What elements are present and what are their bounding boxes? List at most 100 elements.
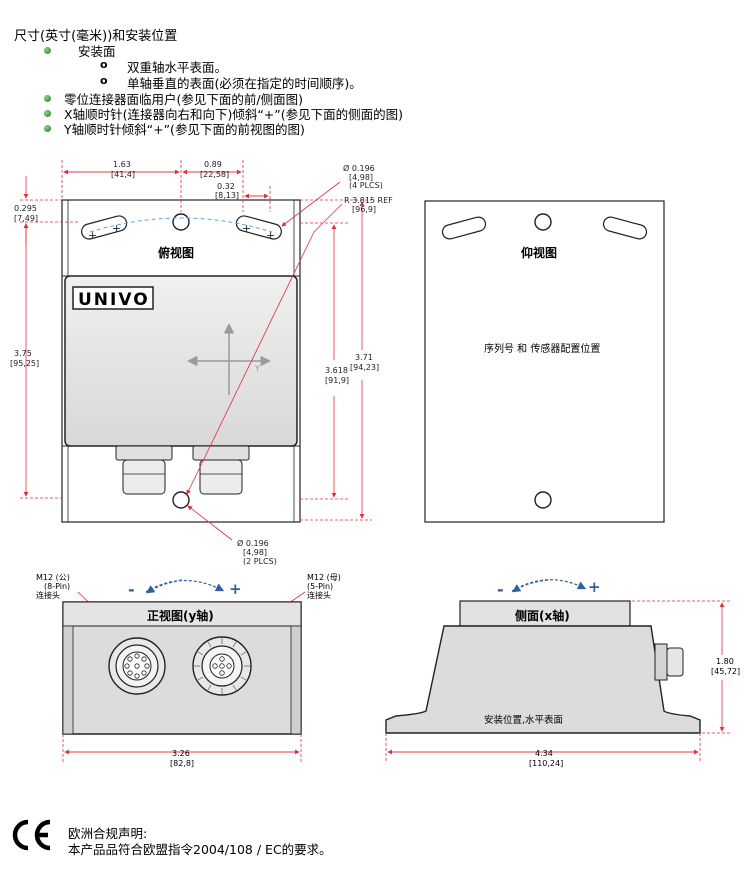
compliance-title: 欧洲合规声明: bbox=[68, 826, 148, 841]
dim-0-32: 0.32 bbox=[217, 182, 235, 191]
sub-item-2: 单轴垂直的表面(必须在指定的时间顺序)。 bbox=[127, 76, 362, 91]
spec-header: 尺寸(英寸(毫米))和安装位置 安装面 o 双重轴水平表面。 o 单轴垂直的表面… bbox=[0, 0, 750, 140]
bottom-view-plate bbox=[424, 200, 665, 523]
dim-1-63: 1.63 bbox=[113, 160, 131, 169]
top-connector-left-body bbox=[122, 459, 166, 495]
bottom-view-slot-left bbox=[441, 216, 487, 240]
dim-0-295-mm: [7,49] bbox=[14, 214, 38, 223]
dim-4-34: 4.34 bbox=[535, 749, 553, 758]
top-view: + + + + 俯视图 UNIVO Y bbox=[61, 199, 301, 523]
tilt-arrow-icon bbox=[511, 579, 549, 593]
top-view-plus-mark: + bbox=[88, 229, 97, 242]
top-view-title: 俯视图 bbox=[158, 245, 194, 260]
dim-0-89-mm: [22,58] bbox=[200, 170, 229, 179]
top-view-mounting-hole-top bbox=[172, 213, 190, 231]
connector-left-label-3: 连接头 bbox=[36, 590, 60, 600]
dim-0-295: 0.295 bbox=[14, 204, 37, 213]
dim-3-618: 3.618 bbox=[325, 366, 348, 375]
dim-3-26: 3.26 bbox=[172, 749, 190, 758]
top-view-dimensions bbox=[20, 160, 372, 541]
dim-3-71-mm: [94,23] bbox=[350, 363, 379, 372]
spec-title: 尺寸(英寸(毫米))和安装位置 bbox=[14, 29, 178, 44]
front-connector-right-knurl bbox=[194, 638, 250, 694]
dim-3-618-mm: [91,9] bbox=[325, 376, 349, 385]
top-view-slot-right bbox=[235, 215, 282, 240]
connector-right-label-1: M12 (母) bbox=[307, 573, 341, 582]
dim-hole-4-count: (4 PLCS) bbox=[349, 181, 383, 190]
bullet-item-3: Y轴顺时针倾斜“+”(参见下面的前视图的图) bbox=[64, 122, 305, 137]
connector-left-label-1: M12 (公) bbox=[36, 573, 70, 582]
dim-hole-4-mm: [4,98] bbox=[349, 173, 373, 182]
mount-surface-label: 安装面 bbox=[78, 44, 116, 59]
front-view-top-band bbox=[62, 601, 302, 627]
bullet-icon bbox=[44, 125, 51, 132]
ring-bullet-icon: o bbox=[100, 74, 108, 87]
top-view-radius-arc bbox=[89, 217, 273, 233]
bullet-icon bbox=[44, 110, 51, 117]
side-view-connector-body bbox=[666, 647, 684, 677]
connector-right-label-2: (5-Pin) bbox=[307, 582, 333, 591]
front-tilt-plus: + bbox=[229, 580, 242, 598]
bottom-view-title: 仰视图 bbox=[521, 245, 557, 260]
front-view-left-rail bbox=[62, 625, 74, 735]
connector-left-label-2: (8-Pin) bbox=[44, 582, 70, 591]
dim-hole-2: Ø 0.196 bbox=[237, 538, 269, 548]
side-view: - + 侧面(x轴) 安装位置,水平表面 1.80 [45,72] 4.34 [… bbox=[385, 578, 740, 768]
dim-1-80-mm: [45,72] bbox=[711, 667, 740, 676]
front-connector-right-pins bbox=[212, 656, 232, 676]
top-connector-left-nut bbox=[115, 445, 173, 461]
dim-1-80: 1.80 bbox=[716, 657, 734, 666]
bottom-view-slot-right bbox=[602, 216, 648, 240]
dim-1-63-mm: [41,4] bbox=[111, 170, 135, 179]
dim-3-75-mm: [95,25] bbox=[10, 359, 39, 368]
top-view-plus-mark: + bbox=[112, 222, 121, 235]
connector-right-label-3: 连接头 bbox=[307, 590, 331, 600]
front-view: M12 (公) (8-Pin) 连接头 M12 (母) (5-Pin) 连接头 … bbox=[36, 573, 341, 768]
brand-logo-frame bbox=[72, 286, 154, 310]
dim-hole-4: Ø 0.196 bbox=[343, 163, 375, 173]
mount-position-label: 安装位置,水平表面 bbox=[484, 714, 563, 726]
dim-3-71: 3.71 bbox=[355, 353, 373, 362]
bullet-icon bbox=[44, 95, 51, 102]
front-connector-left-pins bbox=[124, 653, 150, 679]
dim-3-75: 3.75 bbox=[14, 349, 32, 358]
front-view-title: 正视图(y轴) bbox=[147, 608, 214, 623]
front-tilt-minus: - bbox=[128, 580, 135, 599]
bullet-item-2: X轴顺时针(连接器向右和向下)倾斜“+”(参见下面的侧面的图) bbox=[64, 107, 403, 122]
side-view-title: 侧面(x轴) bbox=[515, 608, 570, 623]
top-view-dimension-labels: 1.63 [41,4] 0.89 [22,58] 0.32 [8,13] 0.2… bbox=[10, 160, 393, 566]
dim-radius-mm: [96,9] bbox=[352, 205, 376, 214]
side-tilt-plus: + bbox=[588, 578, 601, 596]
sub-item-1: 双重轴水平表面。 bbox=[127, 60, 228, 75]
tilt-arrow-icon bbox=[145, 579, 225, 593]
dim-3-26-mm: [82,8] bbox=[170, 759, 194, 768]
dim-4-34-mm: [110,24] bbox=[529, 759, 563, 768]
top-connector-right-body bbox=[199, 459, 243, 495]
tilt-arrow-icon bbox=[511, 579, 587, 592]
dim-0-32-mm: [8,13] bbox=[215, 191, 239, 200]
bullet-icon bbox=[44, 47, 51, 54]
bottom-view: 仰视图 序列号 和 传感器配置位置 bbox=[424, 200, 665, 523]
dim-hole-2-count: (2 PLCS) bbox=[243, 557, 277, 566]
compliance-text: 本产品品符合欧盟指令2004/108 / EC的要求。 bbox=[68, 842, 332, 857]
dim-radius: R 3.815 REF bbox=[344, 196, 393, 205]
axis-y-label: Y bbox=[254, 364, 260, 373]
dim-0-89: 0.89 bbox=[204, 160, 222, 169]
side-tilt-minus: - bbox=[497, 580, 504, 599]
bullet-item-1: 零位连接器面临用户(参见下面的前/侧面图) bbox=[64, 92, 303, 107]
bottom-view-hole-bottom bbox=[534, 491, 552, 509]
top-view-plus-mark: + bbox=[266, 229, 275, 242]
dim-hole-2-mm: [4,98] bbox=[243, 548, 267, 557]
ring-bullet-icon: o bbox=[100, 58, 108, 71]
serial-label: 序列号 和 传感器配置位置 bbox=[484, 342, 600, 355]
side-view-connector-nut bbox=[654, 643, 668, 681]
top-connector-right-nut bbox=[192, 445, 250, 461]
ce-mark-icon bbox=[12, 819, 51, 851]
tilt-arrow-icon bbox=[146, 579, 183, 594]
bottom-view-hole-top bbox=[534, 213, 552, 231]
front-view-right-rail bbox=[290, 625, 302, 735]
top-view-plus-mark: + bbox=[242, 222, 251, 235]
brand-logo: UNIVO bbox=[78, 290, 150, 310]
top-view-mounting-hole-bottom bbox=[172, 491, 190, 509]
